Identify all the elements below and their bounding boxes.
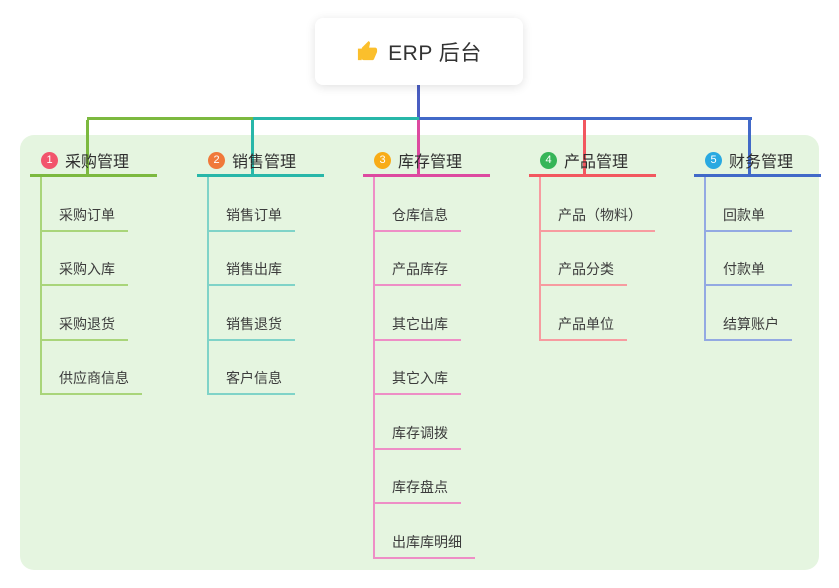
connector-line — [253, 117, 419, 120]
branch-number-badge: 1 — [41, 151, 58, 169]
branch-number-badge: 3 — [374, 151, 391, 169]
child-node[interactable]: 回款单 — [706, 177, 792, 232]
connector-line — [87, 117, 253, 120]
branch-财务管理: 5 财务管理回款单付款单结算账户 — [694, 146, 821, 341]
branch-label: 库存管理 — [398, 154, 463, 171]
branch-node[interactable]: 5 财务管理 — [694, 146, 821, 177]
branch-node[interactable]: 3 库存管理 — [363, 146, 490, 177]
child-node[interactable]: 库存盘点 — [375, 450, 461, 504]
child-node[interactable]: 销售退货 — [209, 286, 295, 341]
branch-node[interactable]: 2 销售管理 — [197, 146, 324, 177]
root-node-label: ERP 后台 — [388, 41, 482, 65]
child-node[interactable]: 客户信息 — [209, 341, 295, 395]
branch-label: 产品管理 — [564, 154, 629, 171]
branches-background-panel — [20, 135, 819, 570]
connector-line — [419, 117, 752, 120]
child-node[interactable]: 产品单位 — [541, 286, 627, 341]
child-node[interactable]: 付款单 — [706, 232, 792, 286]
branch-销售管理: 2 销售管理销售订单销售出库销售退货客户信息 — [197, 146, 324, 395]
branch-children: 回款单付款单结算账户 — [704, 177, 821, 341]
child-node[interactable]: 销售出库 — [209, 232, 295, 286]
child-node[interactable]: 产品库存 — [375, 232, 461, 286]
child-node[interactable]: 采购订单 — [42, 177, 128, 232]
branch-children: 采购订单采购入库采购退货供应商信息 — [40, 177, 157, 395]
child-node[interactable]: 其它入库 — [375, 341, 461, 395]
branch-node[interactable]: 1 采购管理 — [30, 146, 157, 177]
connector-line — [748, 120, 751, 177]
child-node[interactable]: 出库库明细 — [375, 504, 475, 559]
thumbs-up-icon — [356, 40, 379, 63]
branch-label: 销售管理 — [232, 154, 297, 171]
branch-number-badge: 2 — [208, 151, 225, 169]
child-node[interactable]: 采购退货 — [42, 286, 128, 341]
branch-label: 财务管理 — [729, 154, 794, 171]
branch-node[interactable]: 4 产品管理 — [529, 146, 656, 177]
connector-line — [251, 120, 254, 177]
connector-line — [86, 120, 89, 177]
child-node[interactable]: 供应商信息 — [42, 341, 142, 395]
branch-label: 采购管理 — [65, 154, 130, 171]
branch-number-badge: 4 — [540, 151, 557, 169]
root-node[interactable]: ERP 后台 — [315, 18, 523, 85]
child-node[interactable]: 产品（物料） — [541, 177, 655, 232]
branch-children: 仓库信息产品库存其它出库其它入库库存调拨库存盘点出库库明细 — [373, 177, 490, 559]
branch-产品管理: 4 产品管理产品（物料）产品分类产品单位 — [529, 146, 656, 341]
connector-line — [583, 120, 586, 177]
child-node[interactable]: 结算账户 — [706, 286, 792, 341]
connector-line — [417, 85, 420, 117]
child-node[interactable]: 仓库信息 — [375, 177, 461, 232]
child-node[interactable]: 销售订单 — [209, 177, 295, 232]
branch-采购管理: 1 采购管理采购订单采购入库采购退货供应商信息 — [30, 146, 157, 395]
branch-children: 销售订单销售出库销售退货客户信息 — [207, 177, 324, 395]
child-node[interactable]: 其它出库 — [375, 286, 461, 341]
connector-line — [417, 120, 420, 177]
branch-children: 产品（物料）产品分类产品单位 — [539, 177, 656, 341]
branch-库存管理: 3 库存管理仓库信息产品库存其它出库其它入库库存调拨库存盘点出库库明细 — [363, 146, 490, 559]
child-node[interactable]: 采购入库 — [42, 232, 128, 286]
child-node[interactable]: 产品分类 — [541, 232, 627, 286]
branch-number-badge: 5 — [705, 151, 722, 169]
child-node[interactable]: 库存调拨 — [375, 395, 461, 450]
